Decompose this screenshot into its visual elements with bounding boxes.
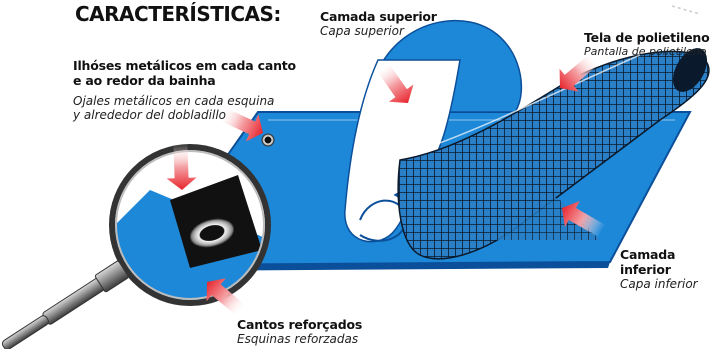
mesh-sheet: [400, 160, 600, 240]
arrow-eyelets: [218, 107, 263, 142]
page-title: CARACTERÍSTICAS:: [75, 2, 281, 26]
arrow-mesh: [559, 53, 600, 92]
label-bottom-layer-es: Capa inferior: [620, 277, 698, 291]
label-mesh-es: Pantalla de polietileno: [584, 45, 707, 58]
tarp-edge-shadow: [150, 262, 610, 271]
label-top-layer: Camada superior Capa superior: [320, 9, 437, 38]
label-bottom-layer: Camada inferior Capa inferior: [620, 247, 716, 291]
magnifying-glass-icon: [1, 144, 271, 349]
arrow-corners: [206, 278, 247, 317]
grommet-icon: [261, 133, 275, 147]
label-eyelets-pt-1: Ilhóses metálicos em cada canto: [73, 58, 296, 73]
decorative-dash: [671, 5, 701, 15]
arrow-top-layer: [375, 61, 414, 103]
mesh-highlight: [419, 54, 641, 151]
arrow-corner-top: [166, 143, 197, 190]
label-eyelets-es-2: y alrededor del dobladillo: [73, 108, 226, 123]
label-corners-pt: Cantos reforçados: [237, 317, 363, 332]
label-top-layer-pt: Camada superior: [320, 9, 437, 24]
mesh-roll-end: [672, 48, 708, 92]
label-mesh-pt: Tela de polietileno: [584, 30, 710, 45]
label-corners-es: Esquinas reforzadas: [237, 332, 359, 346]
label-bottom-layer-pt: Camada inferior: [620, 247, 676, 277]
label-top-layer-es: Capa superior: [320, 24, 404, 38]
label-eyelets: Ilhóses metálicos em cada canto e ao red…: [73, 58, 296, 123]
label-eyelets-es-1: Ojales metálicos en cada esquina: [73, 94, 275, 108]
arrow-bottom-layer: [562, 201, 606, 238]
label-eyelets-pt-2: e ao redor da bainha: [73, 73, 216, 88]
label-mesh: Tela de polietileno Pantalla de polietil…: [584, 30, 716, 58]
label-corners: Cantos reforçados Esquinas reforzadas: [237, 317, 362, 346]
